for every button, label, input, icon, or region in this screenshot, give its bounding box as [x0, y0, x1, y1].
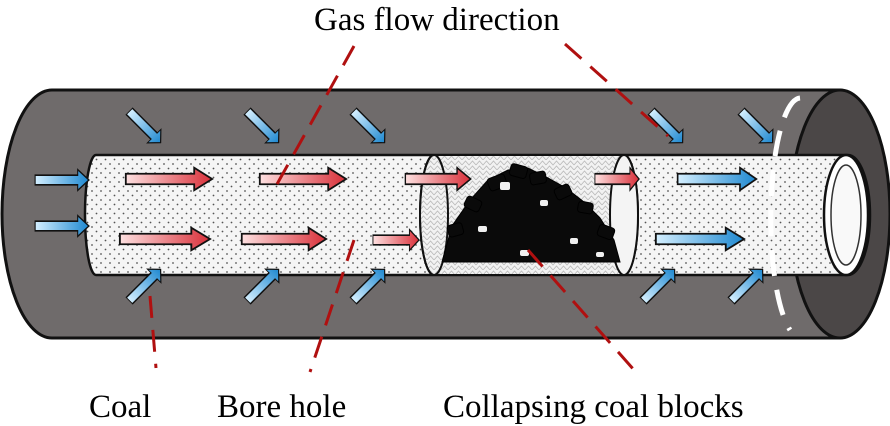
collapse-section-rim-left — [419, 154, 449, 276]
collapsing-coal-blocks — [441, 163, 621, 263]
leader-gas-flow-left — [274, 45, 356, 187]
cut-line — [768, 95, 801, 332]
label-collapsing-coal-blocks: Collapsing coal blocks — [443, 389, 744, 425]
leader-coal — [148, 295, 158, 369]
bore-hole-inner-rim — [830, 164, 862, 266]
leader-bore-hole — [308, 239, 356, 373]
leader-collapsing — [526, 249, 636, 371]
label-coal: Coal — [89, 389, 151, 425]
leader-lines — [148, 42, 669, 373]
leader-gas-flow-right — [564, 42, 669, 138]
label-bore-hole: Bore hole — [217, 389, 346, 425]
label-gas-flow-direction: Gas flow direction — [314, 2, 560, 38]
